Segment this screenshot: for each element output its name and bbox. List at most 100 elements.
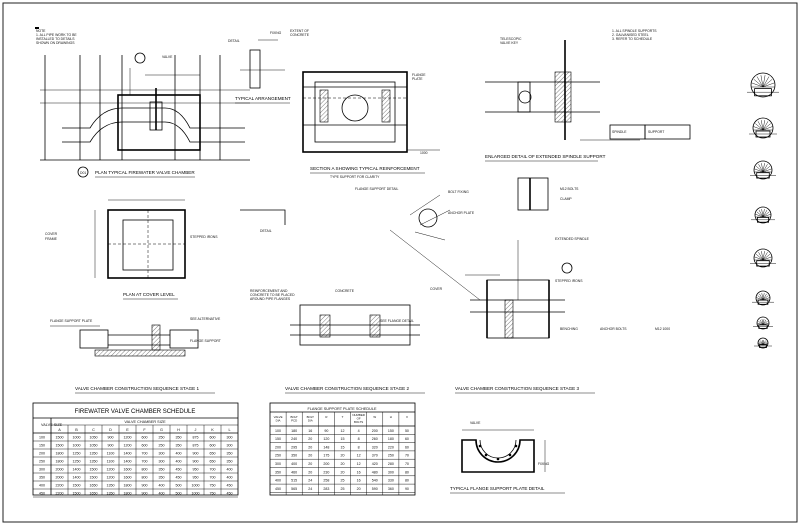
svg-text:FLANGE SUPPORT: FLANGE SUPPORT xyxy=(190,339,221,343)
schedule1-cell: 1350 xyxy=(90,460,98,464)
schedule1-cell: 900 xyxy=(108,444,114,448)
svg-text:3. REFER TO SCHEDULE: 3. REFER TO SCHEDULE xyxy=(612,37,653,41)
schedule1-cell: 300 xyxy=(39,468,45,472)
schedule1-cell: 200 xyxy=(39,452,45,456)
svg-text:FIXING: FIXING xyxy=(270,31,282,35)
schedule1-cell: 1500 xyxy=(56,436,64,440)
schedule2-cell: 20 xyxy=(308,445,312,449)
schedule1-cell: 1000 xyxy=(73,436,81,440)
schedule2-cell: 420 xyxy=(372,462,378,466)
schedule1-cell: 750 xyxy=(210,492,216,496)
schedule2-col-header: X xyxy=(406,415,408,419)
schedule1-cell: 1200 xyxy=(107,476,115,480)
svg-text:VALVE: VALVE xyxy=(470,421,481,425)
schedule2-cell: 250 xyxy=(275,454,281,458)
schedule1-cell: 800 xyxy=(142,468,148,472)
schedule1-col-header: K xyxy=(211,428,214,432)
schedule1-col-header: E xyxy=(126,428,129,432)
schedule1-cell: 900 xyxy=(142,492,148,496)
schedule1-cell: 950 xyxy=(193,468,199,472)
schedule1-cell: 1000 xyxy=(192,492,200,496)
schedule1-cell: 1800 xyxy=(124,484,132,488)
plan-cover-level: COVER FRAME STEPPED IRONS DETAIL PLAN AT… xyxy=(45,199,286,300)
schedule1-cell: 2000 xyxy=(56,476,64,480)
schedule2-cell: 565 xyxy=(291,487,297,491)
enlarged-spindle-detail: TELESCOPIC VALVE KEY 1. ALL SPINDLE SUPP… xyxy=(485,29,691,162)
svg-text:SEE ALTERNATIVE: SEE ALTERNATIVE xyxy=(190,317,221,321)
schedule1-cell: 1000 xyxy=(73,444,81,448)
schedule1-col-header: L xyxy=(228,428,230,432)
svg-text:REINFORCEMENT AND: REINFORCEMENT AND xyxy=(250,289,288,293)
schedule1-cell: 300 xyxy=(159,452,165,456)
schedule1-cell: 400 xyxy=(227,468,233,472)
schedule2-cell: 20 xyxy=(308,470,312,474)
svg-text:COVER: COVER xyxy=(45,232,58,236)
schedule2-cell: 50 xyxy=(405,429,409,433)
schedule2-cell: 70 xyxy=(405,462,409,466)
schedule1-cell: 875 xyxy=(193,436,199,440)
svg-text:SPINDLE: SPINDLE xyxy=(612,130,627,134)
schedule1-cell: 500 xyxy=(176,484,182,488)
construction-stage-3: BOLT FIXING ANCHOR PLATE FLANGE SUPPORT … xyxy=(355,177,670,394)
schedule2-cell: 25 xyxy=(341,479,345,483)
svg-text:STEPPED IRONS: STEPPED IRONS xyxy=(555,279,583,283)
schedule1-cell: 1650 xyxy=(90,484,98,488)
plan-valve-chamber: NOTE 1. ALL PIPE WORK TO BE INSTALLED TO… xyxy=(35,27,250,178)
schedule2-cell: 24 xyxy=(308,487,312,491)
schedule2-cell: 540 xyxy=(372,479,378,483)
svg-text:AROUND PIPE FLANGES: AROUND PIPE FLANGES xyxy=(250,297,291,301)
schedule1-cell: 600 xyxy=(210,436,216,440)
schedule2-col-header: OF xyxy=(357,417,361,421)
svg-text:FLANGE SUPPORT PLATE: FLANGE SUPPORT PLATE xyxy=(50,319,93,323)
schedule2-cell: 450 xyxy=(275,487,281,491)
svg-text:EXTENDED SPINDLE: EXTENDED SPINDLE xyxy=(555,237,590,241)
schedule2-cell: 12 xyxy=(357,462,361,466)
schedule1-cell: 2000 xyxy=(56,468,64,472)
schedule1-cell: 1500 xyxy=(73,484,81,488)
schedule1-cell: 900 xyxy=(142,484,148,488)
schedule1-col-header: H xyxy=(177,428,180,432)
svg-text:2. GALVANISED STEEL: 2. GALVANISED STEEL xyxy=(612,33,649,37)
svg-text:STEPPED IRONS: STEPPED IRONS xyxy=(190,235,218,239)
schedule2-cell: 148 xyxy=(323,445,329,449)
schedule1-cell: 500 xyxy=(176,492,182,496)
schedule1-cell: 350 xyxy=(227,460,233,464)
schedule1-cell: 1350 xyxy=(90,452,98,456)
svg-text:1000: 1000 xyxy=(420,151,428,155)
schedule2-col-header: T xyxy=(342,415,344,419)
schedule2-cell: 250 xyxy=(388,454,394,458)
schedule1-cell: 900 xyxy=(193,460,199,464)
schedule2-cell: 90 xyxy=(324,429,328,433)
schedule1-cell: 1600 xyxy=(124,468,132,472)
schedule1-cell: 900 xyxy=(193,452,199,456)
schedule1-cell: 400 xyxy=(227,476,233,480)
schedule1-cell: 400 xyxy=(176,460,182,464)
schedule2-cell: 20 xyxy=(341,462,345,466)
schedule1-cell: 400 xyxy=(39,484,45,488)
svg-text:ANCHOR PLATE: ANCHOR PLATE xyxy=(448,211,475,215)
svg-text:CONCRETE TO BE PLACED: CONCRETE TO BE PLACED xyxy=(250,293,295,297)
schedule2-col-header: W xyxy=(373,415,376,419)
schedule2-cell: 16 xyxy=(357,479,361,483)
valve-symbol-icon xyxy=(747,72,779,98)
schedule1-cell: 1250 xyxy=(73,460,81,464)
svg-text:INSTALLED TO DETAILS: INSTALLED TO DETAILS xyxy=(36,37,75,41)
title-plan-chamber: PLAN TYPICAL FIREWATER VALVE CHAMBER xyxy=(95,170,195,175)
schedule1-cell: 700 xyxy=(142,452,148,456)
schedule2-cell: 200 xyxy=(372,429,378,433)
schedule1-cell: 300 xyxy=(159,460,165,464)
schedule1-cell: 150 xyxy=(39,444,45,448)
svg-text:NOTE: NOTE xyxy=(36,29,46,33)
schedule1-cell: 1100 xyxy=(107,452,115,456)
valve-symbol-icon xyxy=(750,248,776,268)
title-typical-arrangement: TYPICAL ARRANGEMENT xyxy=(235,96,291,101)
schedule1-cell: 1600 xyxy=(124,476,132,480)
schedule1-col-header: C xyxy=(92,428,95,432)
schedule2-cell: 200 xyxy=(275,445,281,449)
schedule1-cell: 875 xyxy=(193,444,199,448)
schedule2-cell: 300 xyxy=(388,470,394,474)
construction-stage-2: REINFORCEMENT AND CONCRETE TO BE PLACED … xyxy=(250,289,425,394)
schedule2-cell: 360 xyxy=(388,487,394,491)
svg-text:TYPE SUPPORT FOR CLARITY: TYPE SUPPORT FOR CLARITY xyxy=(330,175,380,179)
